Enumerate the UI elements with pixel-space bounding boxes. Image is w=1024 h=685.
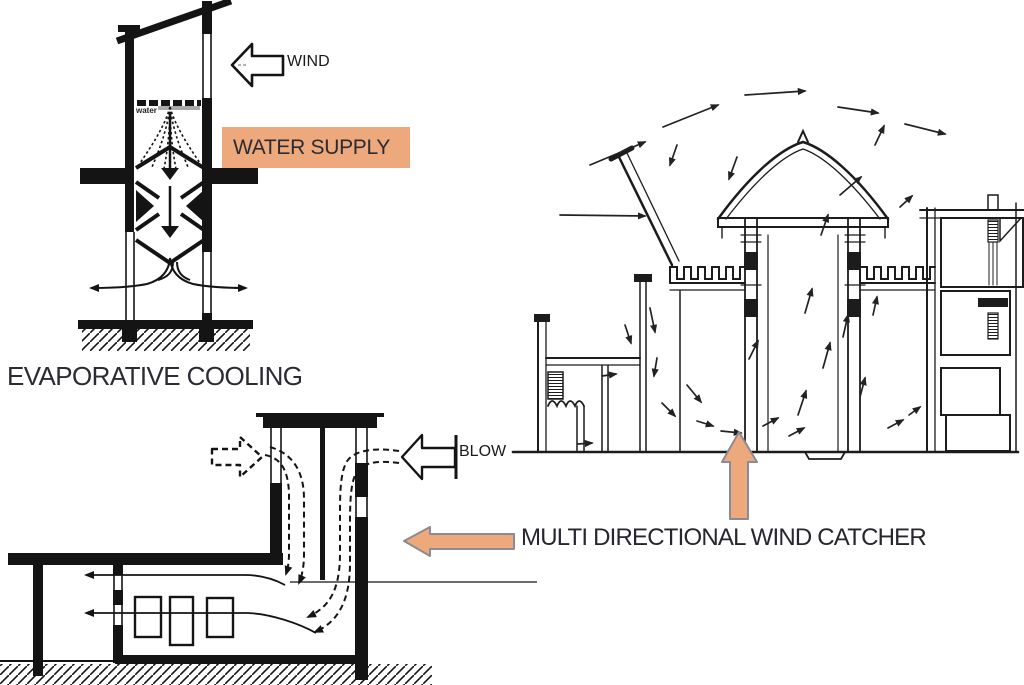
ground xyxy=(78,320,253,351)
blow-arrow-icon xyxy=(400,433,458,481)
wall-stubs xyxy=(80,168,258,184)
wind-arrow-icon xyxy=(230,42,285,88)
water-supply-label: WATER SUPPLY xyxy=(222,127,410,168)
room-airflow xyxy=(84,571,317,634)
tower-roof xyxy=(716,128,890,239)
wind-catcher-section-drawing xyxy=(0,413,537,685)
wind-label: WIND xyxy=(287,53,330,70)
evaporative-cooling-drawing xyxy=(78,0,285,351)
central-tower xyxy=(740,217,866,453)
ground-line xyxy=(511,450,1020,460)
room-blocks xyxy=(133,595,235,647)
room-structure xyxy=(8,553,283,670)
blow-label: BLOW xyxy=(459,443,507,460)
evaporative-cooling-caption: EVAPORATIVE COOLING xyxy=(7,361,303,391)
water-spray xyxy=(139,106,201,170)
inflow-dashed-arrow-icon xyxy=(210,435,264,479)
orange-up-arrow-icon xyxy=(721,431,758,520)
baffles xyxy=(134,112,206,266)
wind-flow-arrows xyxy=(559,87,947,448)
tower-walls xyxy=(118,1,212,325)
dashed-airflow xyxy=(264,446,400,633)
right-wing xyxy=(919,194,1024,453)
water-tray-label: water xyxy=(136,106,157,115)
water-tray xyxy=(137,100,201,110)
windcatcher-tower xyxy=(256,413,384,657)
multi-directional-caption: MULTI DIRECTIONAL WIND CATCHER xyxy=(521,524,927,551)
outflow-arrows xyxy=(89,257,248,292)
orange-left-arrow-icon xyxy=(403,526,515,557)
left-wing xyxy=(534,145,680,453)
building-section-drawing xyxy=(511,87,1024,460)
tower-roof xyxy=(115,0,233,45)
ground xyxy=(0,655,432,685)
crenellated-parapets xyxy=(669,266,936,453)
